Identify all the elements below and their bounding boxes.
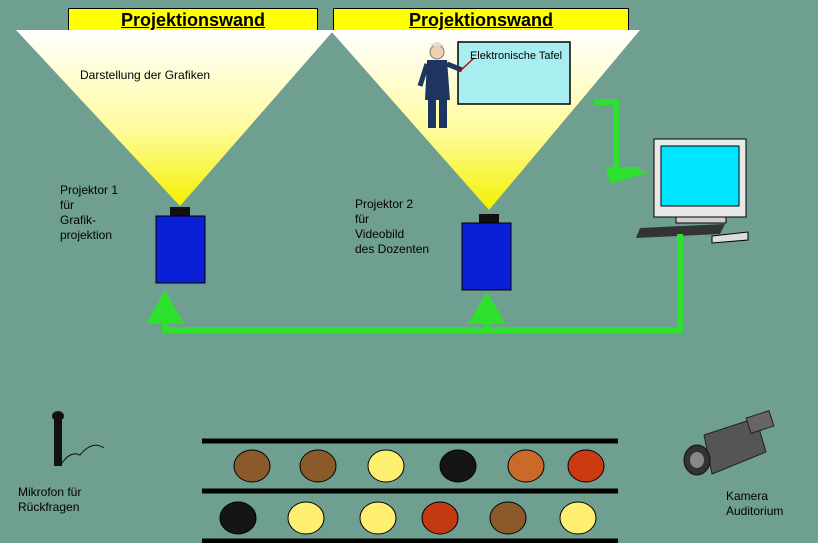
audience-seat	[299, 449, 337, 483]
projector-2-lens	[479, 214, 499, 223]
camera-label: Kamera Auditorium	[726, 489, 784, 518]
camcorder-icon	[683, 410, 775, 476]
audience-seat	[559, 501, 597, 535]
audience-seat	[507, 449, 545, 483]
screen-1-caption: Darstellung der Grafiken	[80, 68, 211, 82]
audience-seat	[439, 449, 477, 483]
projector-1	[155, 215, 206, 284]
projection-beam-1	[16, 30, 334, 206]
board-text: Elektronische Tafel	[469, 50, 563, 62]
audience-seat	[287, 501, 325, 535]
projector-1-lens	[170, 207, 190, 216]
projector-2-label: Projektor 2 für Videobild des Dozenten	[355, 197, 430, 256]
presenter-icon	[417, 42, 475, 128]
microphone-icon	[52, 411, 105, 467]
audience-seat	[421, 501, 459, 535]
screen-1-title: Projektionswand	[68, 8, 318, 32]
projector-2	[461, 222, 512, 291]
projector-1-label: Projektor 1 für Grafik- projektion	[60, 183, 119, 242]
electronic-board	[457, 41, 571, 105]
arrow-to-projector-2	[468, 292, 506, 324]
cable-screen-to-computer	[594, 99, 640, 173]
audience-seat	[359, 501, 397, 535]
arrow-to-computer	[606, 166, 650, 184]
audience-seat	[233, 449, 271, 483]
microphone-label: Mikrofon für Rückfragen	[18, 485, 82, 514]
computer-icon	[636, 138, 749, 244]
audience-seat	[219, 501, 257, 535]
audience-seat	[489, 501, 527, 535]
arrow-to-projector-1	[146, 290, 184, 324]
audience-seat	[567, 449, 605, 483]
audience-seat	[367, 449, 405, 483]
